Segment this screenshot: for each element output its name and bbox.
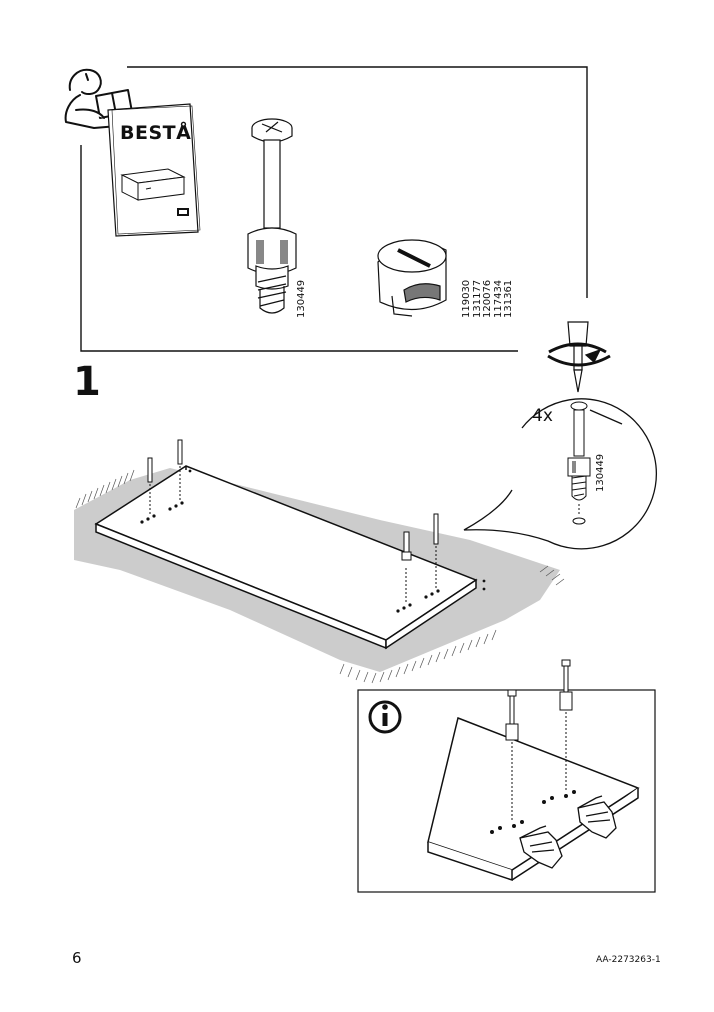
screwdriver-icon	[547, 321, 611, 393]
detail-part-number: 130449	[595, 453, 606, 492]
detail-bubble	[463, 398, 658, 550]
cam-lock-number: 131361	[503, 279, 514, 318]
cam-lock-drawing	[377, 239, 447, 317]
booklet-title: BESTÅ	[120, 122, 192, 144]
info-board-drawing	[427, 659, 640, 882]
cam-lock-number: 120076	[482, 279, 493, 318]
cam-lock-number: 119030	[461, 279, 472, 318]
document-id: AA-2273263-1	[596, 955, 661, 965]
cam-bolt-part-number: 130449	[296, 279, 307, 318]
cam-bolts-placement	[147, 439, 439, 604]
parts-overview-frame	[80, 66, 588, 352]
quantity-label: 4x	[532, 406, 553, 426]
cam-lock-part-numbers: 119030 131177 120076 117434 131361	[461, 279, 515, 318]
manual-booklet-icon	[107, 103, 201, 237]
board-panel-drawing	[94, 465, 486, 650]
page-number: 6	[72, 949, 82, 967]
step-number: 1	[73, 359, 101, 405]
cam-bolt-drawing	[247, 118, 297, 314]
